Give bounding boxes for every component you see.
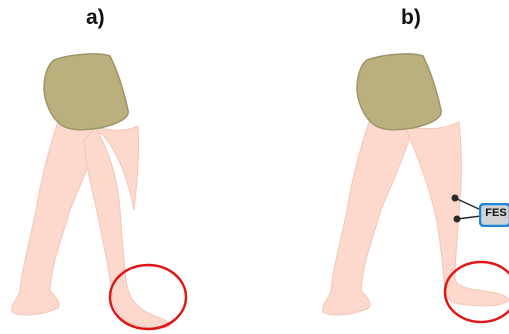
- electrode-upper: [452, 195, 459, 202]
- rear-leg: [323, 110, 411, 315]
- leg-illustration: [255, 0, 509, 334]
- electrode-lower: [454, 216, 461, 223]
- panel-label: a): [86, 6, 105, 30]
- fes-device: FES: [479, 203, 509, 227]
- panel-a: a): [0, 0, 254, 334]
- panel-label: b): [401, 6, 421, 30]
- leg-illustration: [0, 0, 254, 334]
- shorts: [44, 54, 128, 130]
- panel-b: FES b): [255, 0, 509, 334]
- front-leg: [82, 120, 170, 328]
- fes-label: FES: [479, 207, 509, 219]
- shorts: [357, 54, 441, 130]
